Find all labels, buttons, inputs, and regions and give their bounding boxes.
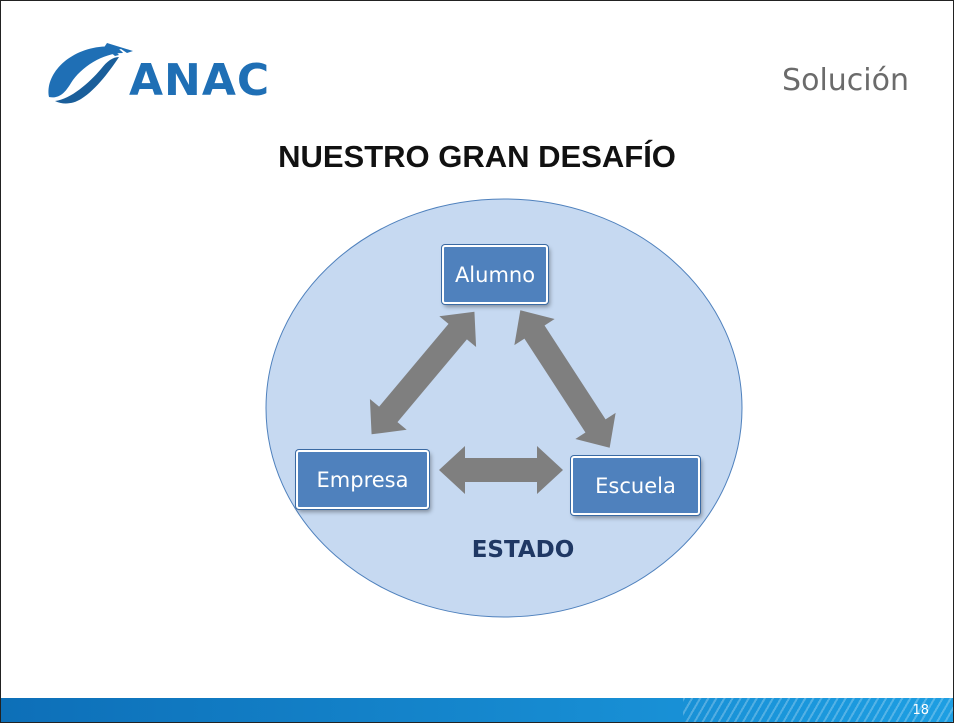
page-number: 18 bbox=[912, 703, 929, 718]
slide-title: NUESTRO GRAN DESAFÍO bbox=[278, 139, 676, 174]
node-empresa: Empresa bbox=[296, 450, 429, 509]
node-escuela: Escuela bbox=[571, 456, 700, 515]
footer-bar: 18 bbox=[1, 698, 953, 722]
arrow-alumno-empresa bbox=[369, 311, 477, 435]
node-alumno: Alumno bbox=[442, 245, 548, 304]
logo-text: ANAC bbox=[129, 55, 271, 106]
arrow-empresa-escuela bbox=[439, 446, 563, 494]
footer-stripes bbox=[683, 698, 953, 722]
anac-logo-icon bbox=[48, 43, 133, 104]
arrow-alumno-escuela bbox=[514, 310, 616, 448]
estado-label: ESTADO bbox=[471, 537, 575, 563]
section-label: Solución bbox=[782, 63, 909, 98]
